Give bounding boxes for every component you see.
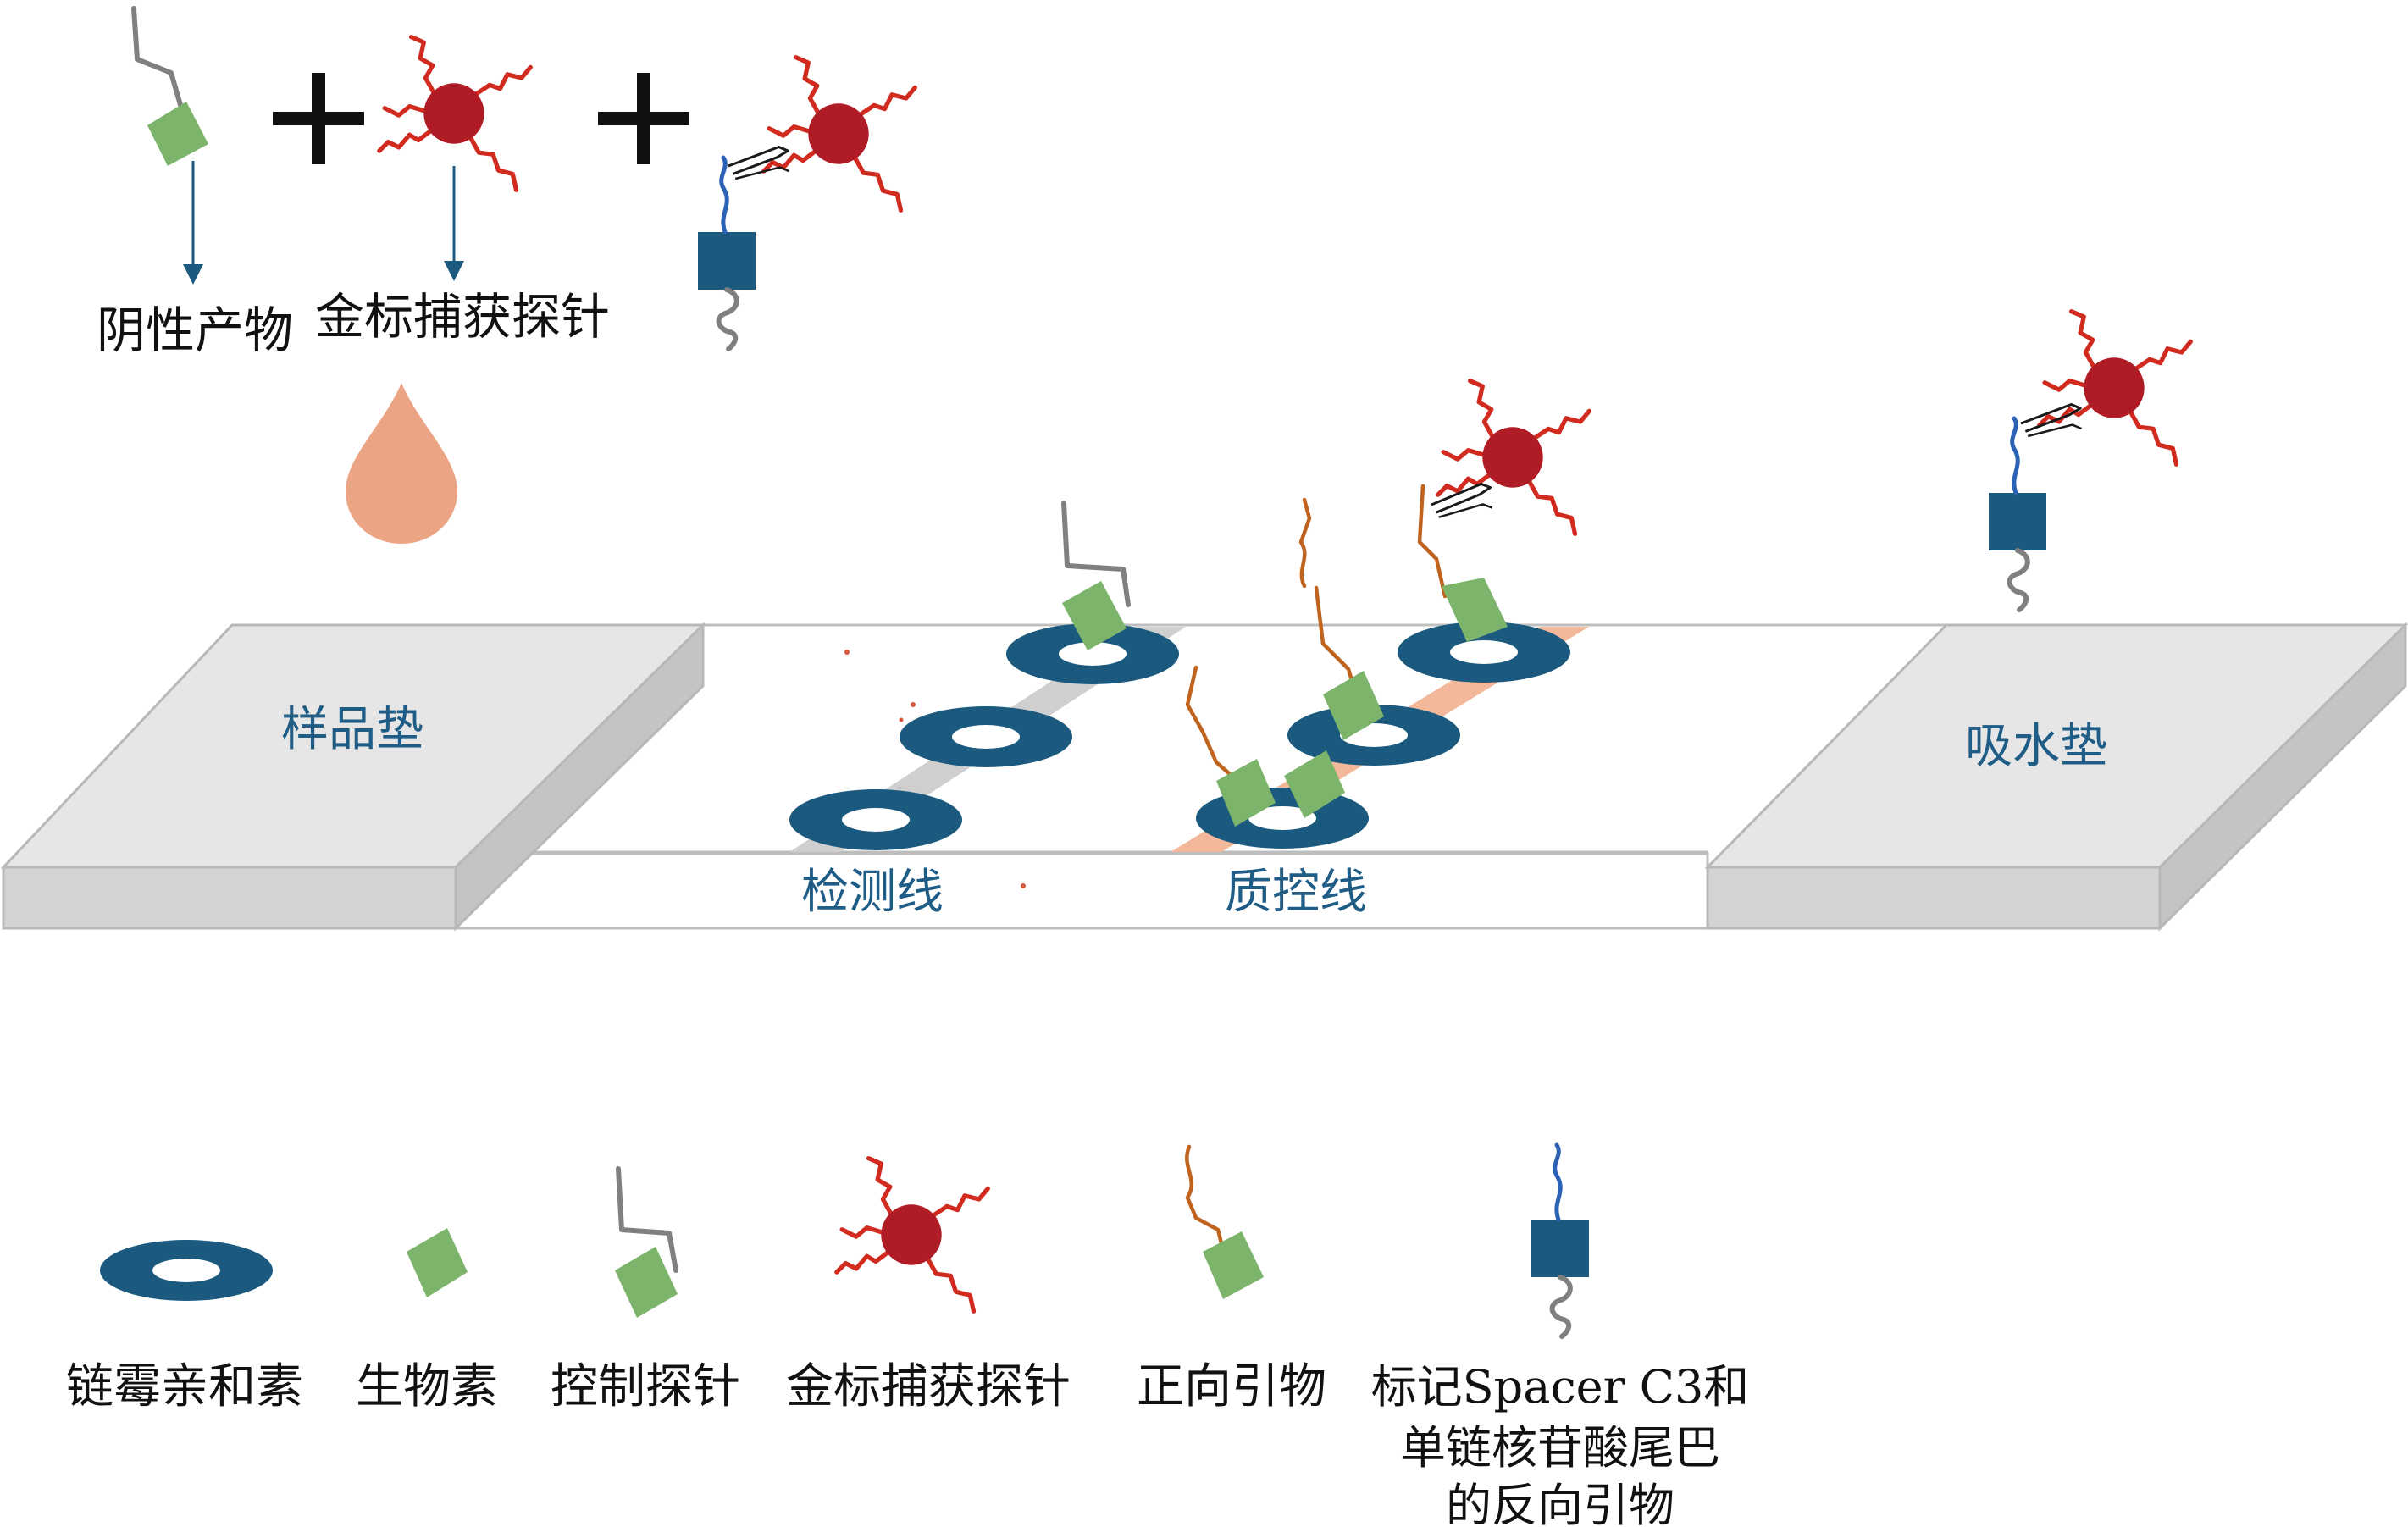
negative-product-label: 阴性产物 — [97, 302, 293, 359]
legend-forward-primer-label: 正向引物 — [1137, 1359, 1326, 1414]
legend: 链霉亲和素 生物素 控制探针 金标捕获探针 正向引物 标记Spacer C3和 … — [66, 1145, 1749, 1527]
top-complex — [698, 58, 915, 349]
top-gold-probe-label: 金标捕获探针 — [315, 288, 610, 346]
absorbent-pad-label: 吸水垫 — [1965, 719, 2107, 774]
legend-gold-probe-label: 金标捕获探针 — [786, 1359, 1071, 1414]
top-gold-probe — [379, 37, 530, 281]
legend-streptavidin-label: 链霉亲和素 — [66, 1359, 303, 1414]
plus-sign-2 — [598, 73, 689, 164]
legend-reverse-primer-icon — [1531, 1145, 1589, 1336]
legend-control-probe-label: 控制探针 — [551, 1359, 740, 1414]
control-line-captured-gold — [1428, 381, 1590, 534]
legend-forward-primer-icon — [1185, 1144, 1264, 1299]
legend-reverse-primer-label-3: 的反向引物 — [1446, 1479, 1675, 1527]
legend-biotin-icon — [407, 1228, 468, 1297]
control-line-label: 质控线 — [1225, 865, 1367, 920]
legend-reverse-primer-label-1: 标记Spacer C3和 — [1371, 1360, 1750, 1414]
test-line-control-probe — [1061, 501, 1131, 650]
legend-gold-icon — [837, 1159, 988, 1312]
plus-sign-1 — [273, 73, 364, 164]
top-negative-product — [131, 6, 208, 285]
legend-control-probe-icon — [615, 1166, 678, 1318]
sample-pad-label: 样品垫 — [281, 702, 423, 757]
control-line-forward-primers — [1185, 484, 1508, 827]
absorbent-pad — [1704, 622, 2408, 932]
legend-streptavidin-icon — [100, 1240, 273, 1301]
legend-reverse-primer-label-2: 单链核苷酸尾巴 — [1400, 1421, 1720, 1474]
unbound-complex — [1989, 312, 2190, 610]
lateral-flow-strip: 样品垫 吸水垫 检测线 质控线 — [0, 381, 2408, 932]
test-line-label: 检测线 — [801, 865, 944, 920]
sample-droplet — [346, 383, 457, 544]
legend-biotin-label: 生物素 — [356, 1359, 498, 1414]
sample-pad — [0, 622, 706, 932]
